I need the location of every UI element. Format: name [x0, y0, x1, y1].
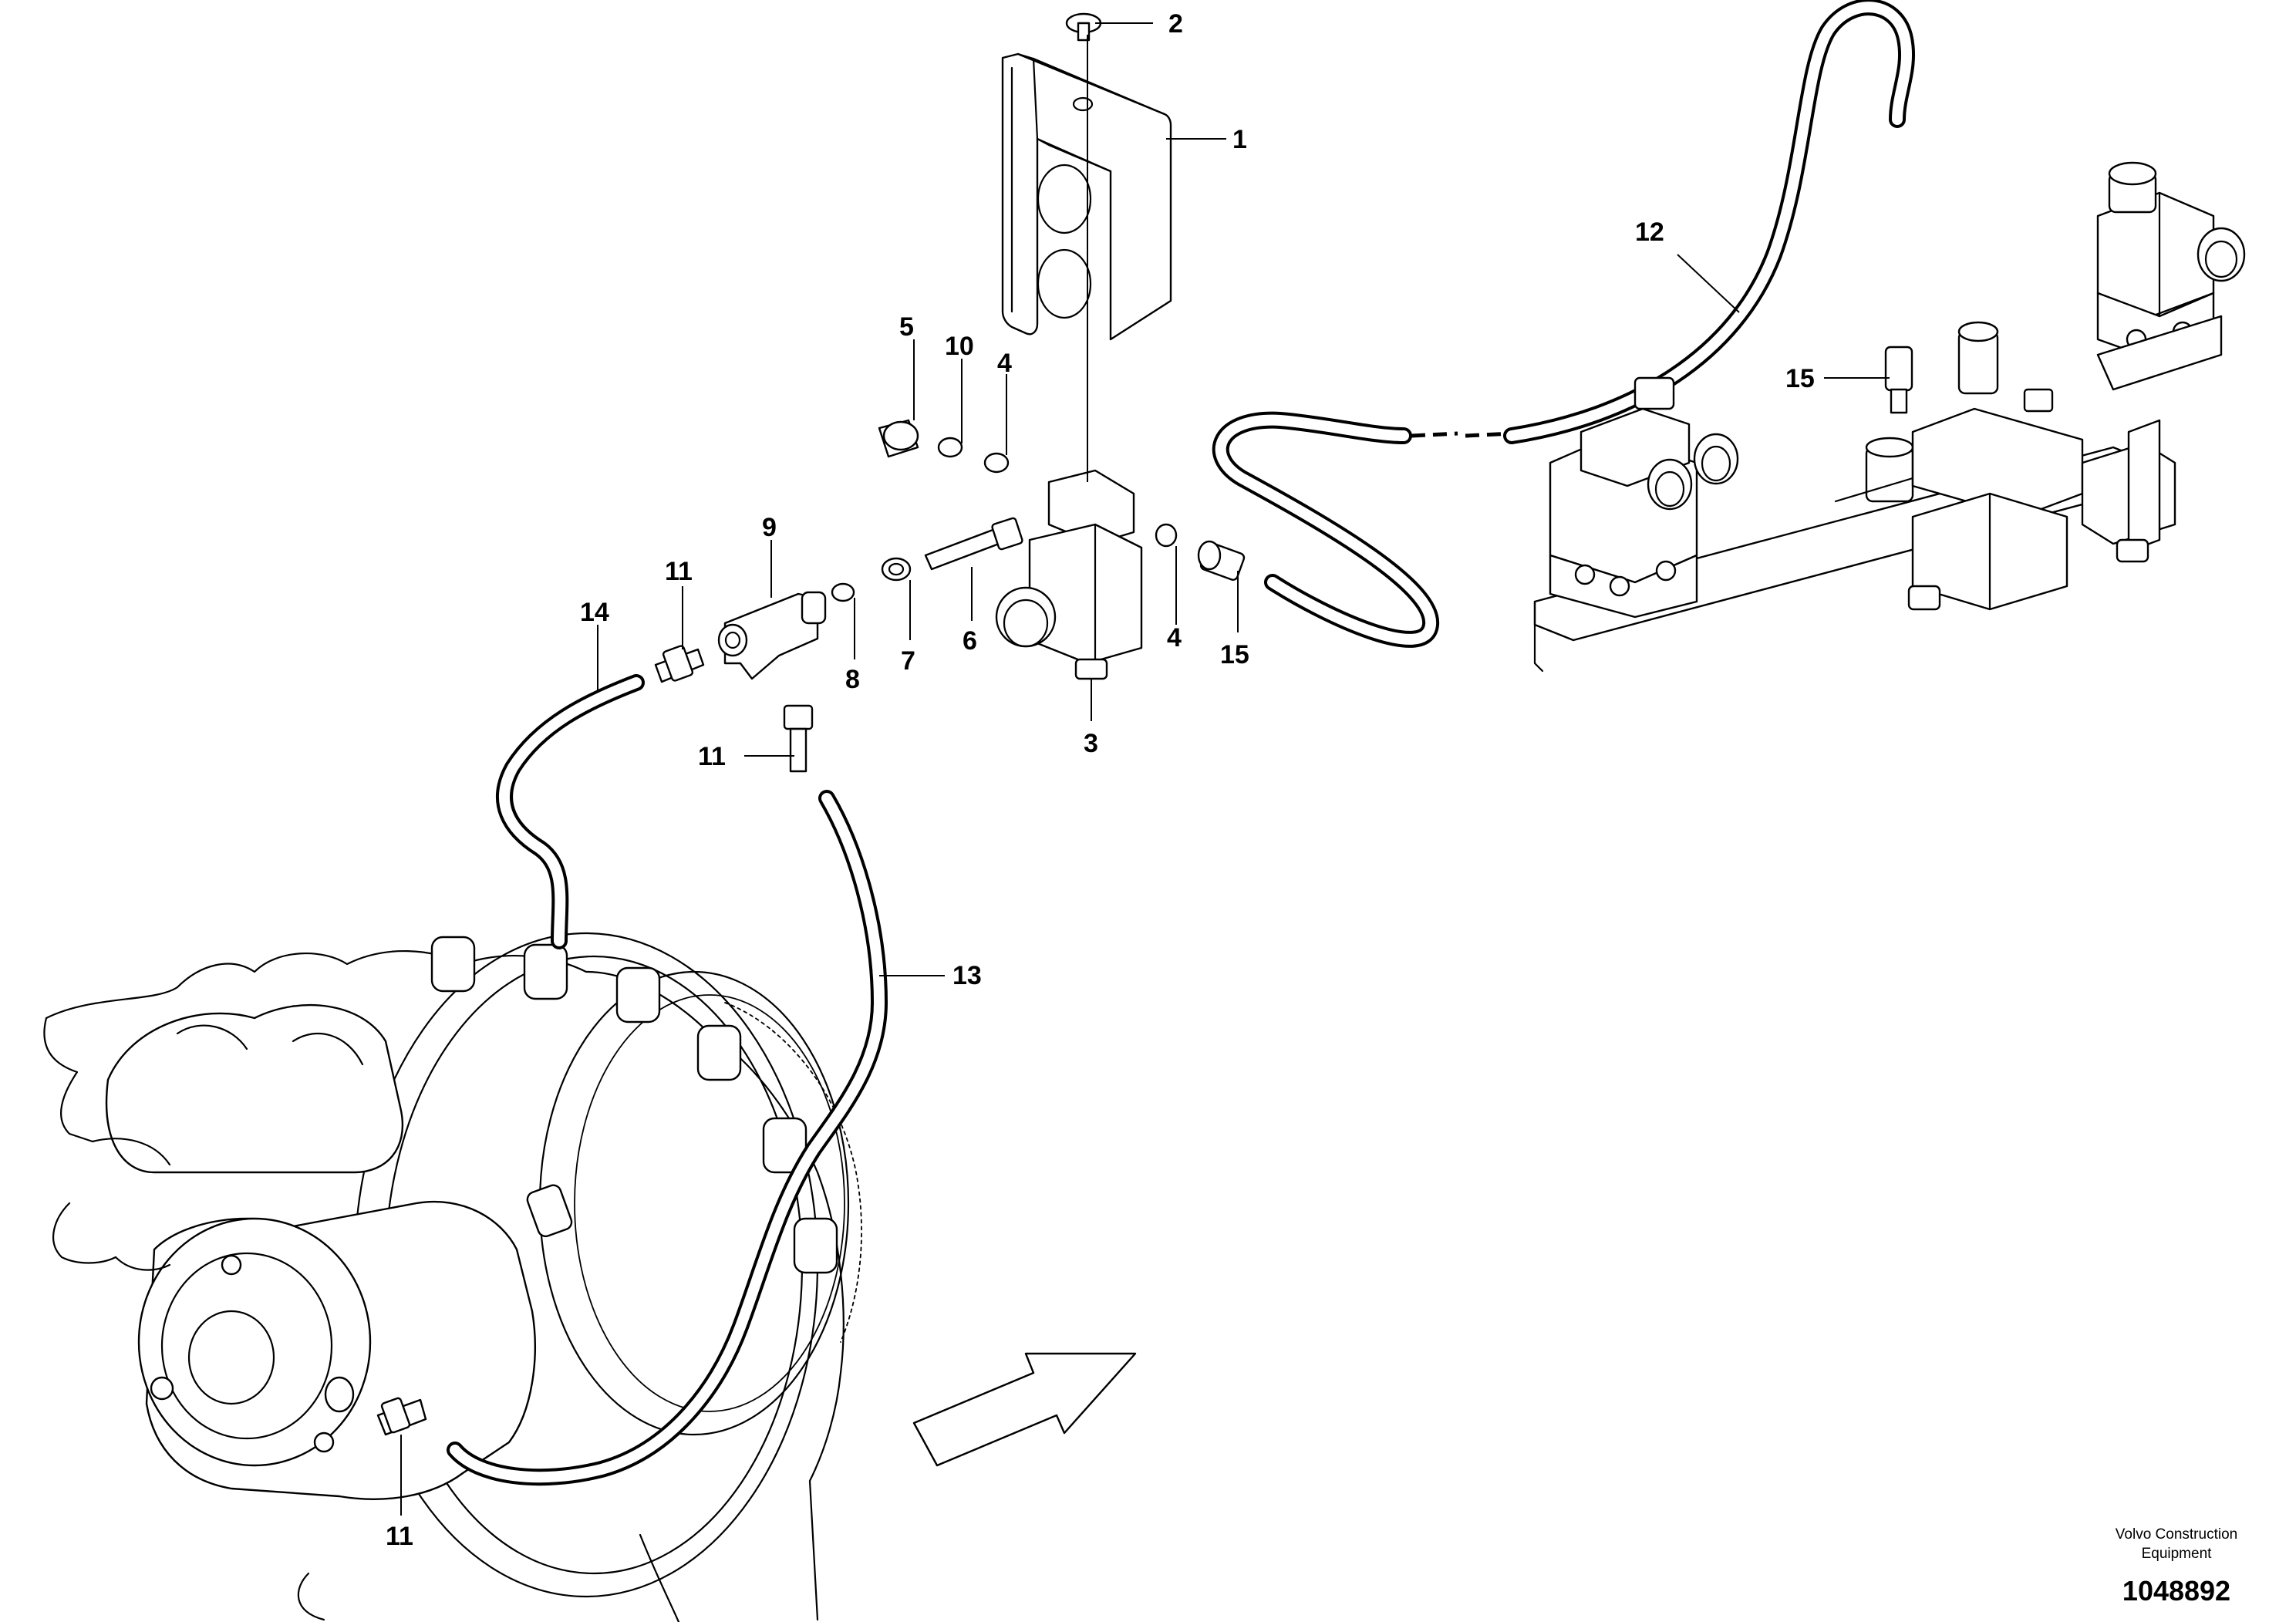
credit-block: Volvo Construction Equipment 1048892 — [2116, 1526, 2237, 1607]
callout-15-right: 15 — [1785, 364, 1815, 393]
forward-direction-arrow-icon — [912, 1352, 1137, 1467]
callout-8: 8 — [845, 665, 860, 694]
callout-14: 14 — [580, 598, 609, 627]
callout-7: 7 — [901, 646, 915, 676]
callout-4-upper: 4 — [997, 349, 1012, 378]
callout-15-left: 15 — [1220, 640, 1249, 669]
credit-line-2: Equipment — [2142, 1546, 2213, 1562]
callout-11-middle: 11 — [698, 742, 726, 771]
mounting-bracket — [1001, 52, 1172, 341]
solenoid-valve — [995, 469, 1143, 680]
callout-11-lower: 11 — [386, 1522, 413, 1551]
callout-labels: 1 2 3 4 4 5 6 7 8 9 10 11 11 11 12 13 14… — [386, 9, 1815, 1551]
callout-5: 5 — [899, 312, 914, 342]
callout-12: 12 — [1635, 218, 1664, 247]
callout-3: 3 — [1084, 729, 1098, 758]
callout-10: 10 — [945, 332, 974, 361]
callout-11-upper: 11 — [665, 557, 693, 586]
leader-lines — [400, 22, 1890, 1516]
credit-line-1: Volvo Construction — [2116, 1526, 2237, 1543]
callout-9: 9 — [762, 513, 777, 542]
callout-1: 1 — [1232, 125, 1247, 154]
callout-2: 2 — [1168, 9, 1183, 39]
engine-flywheel-housing — [43, 932, 862, 1622]
callout-13: 13 — [952, 961, 982, 990]
hose-lines — [447, 0, 1916, 1486]
document-number: 1048892 — [2122, 1575, 2230, 1607]
callout-4-lower: 4 — [1167, 623, 1182, 653]
valve-block-assembly — [1533, 161, 2246, 673]
screw — [1065, 12, 1102, 42]
callout-6: 6 — [963, 626, 977, 656]
fitting-parts — [376, 346, 1913, 1436]
